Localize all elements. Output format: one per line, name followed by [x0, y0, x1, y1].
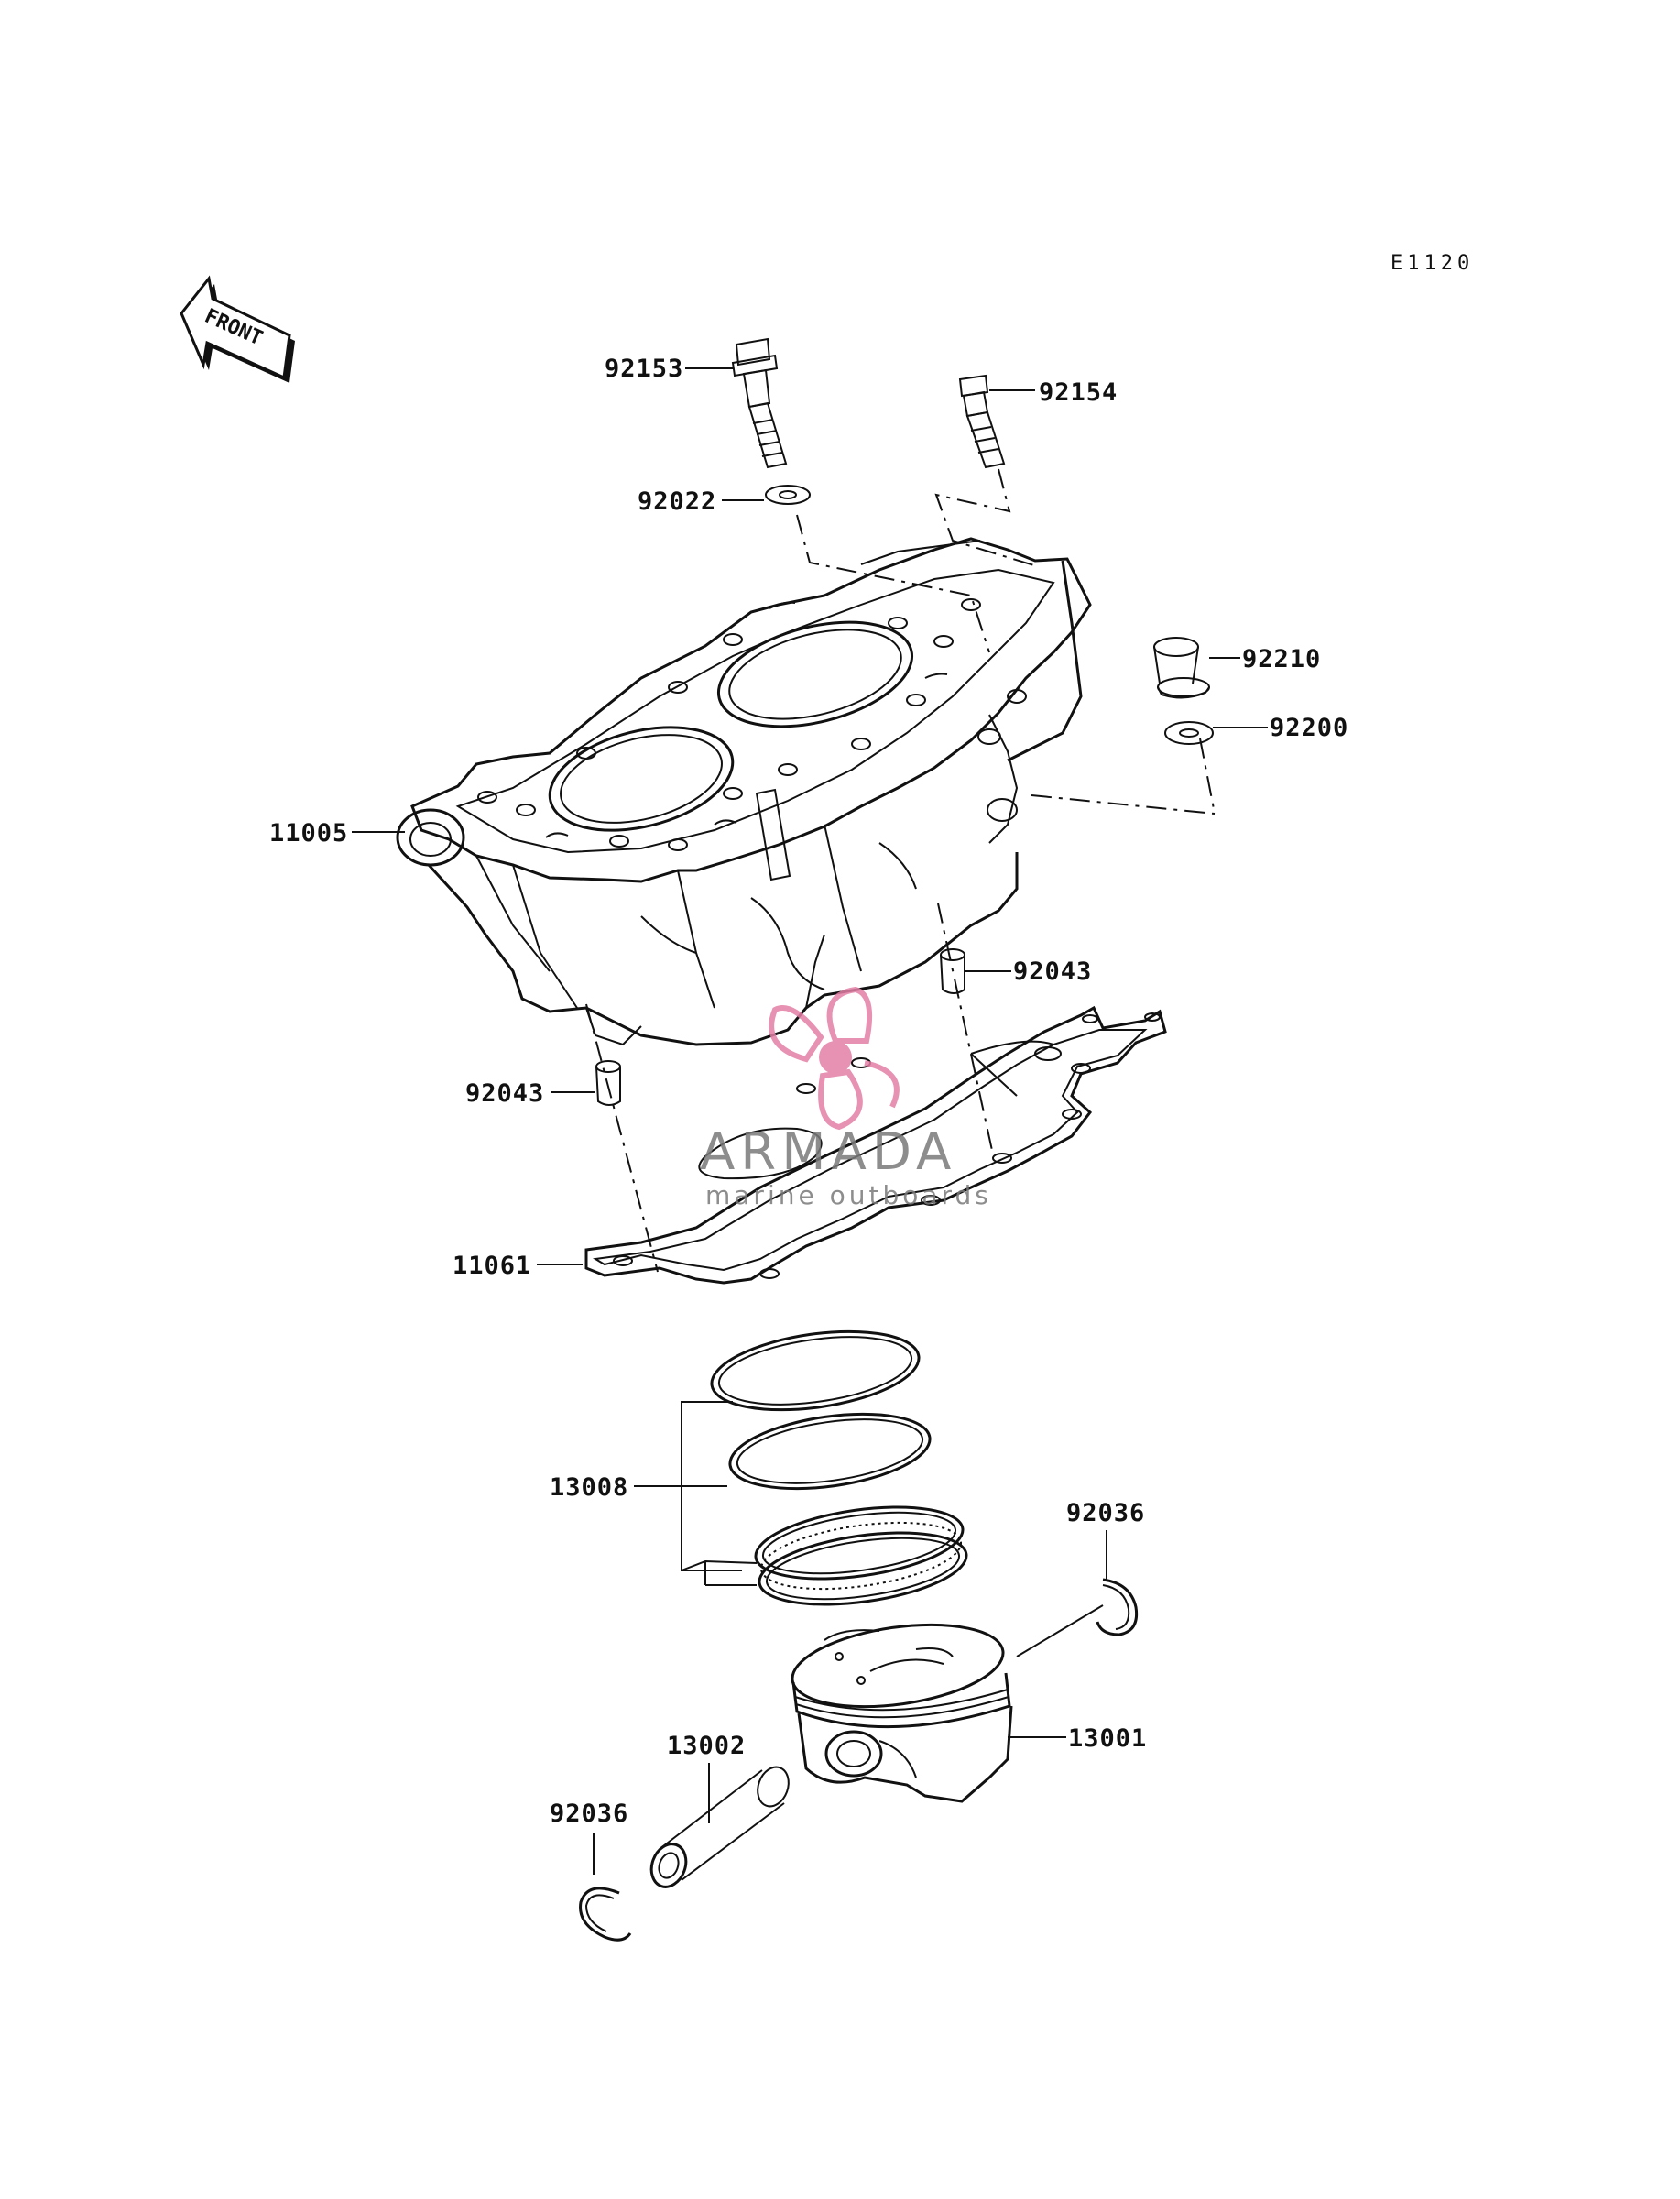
- alignment-line-92200: [1199, 738, 1216, 815]
- part-label-13001: 13001: [1068, 1724, 1147, 1753]
- dowel-pin-92043-left[interactable]: [595, 1060, 621, 1106]
- pin-axis-line: [1016, 1604, 1104, 1657]
- part-label-13008: 13008: [550, 1473, 628, 1502]
- diagram-code: E1120: [1391, 252, 1474, 275]
- part-label-92036-right: 92036: [1066, 1499, 1145, 1527]
- bolt-92153[interactable]: [731, 337, 788, 469]
- washer-92022[interactable]: [765, 485, 811, 505]
- piston-pin-13002[interactable]: [646, 1763, 794, 1892]
- part-label-92022: 92022: [638, 487, 716, 516]
- part-label-92153: 92153: [605, 355, 683, 383]
- piston-13001[interactable]: [787, 1613, 1013, 1803]
- front-arrow-icon: FRONT: [180, 275, 295, 383]
- base-gasket-11061[interactable]: [584, 1005, 1167, 1285]
- propeller-logo-icon: [769, 986, 900, 1131]
- dowel-pin-92043-right[interactable]: [940, 948, 965, 994]
- part-label-11005: 11005: [269, 819, 348, 848]
- part-label-92200: 92200: [1270, 714, 1348, 742]
- part-label-92043-right: 92043: [1013, 957, 1092, 986]
- washer-92200[interactable]: [1164, 721, 1214, 745]
- watermark: ARMADA marine outboards: [700, 986, 992, 1210]
- bolt-92154[interactable]: [958, 374, 1006, 469]
- circlip-92036-left[interactable]: [579, 1887, 632, 1942]
- alignment-line-92210: [1031, 794, 1216, 815]
- part-label-92043-left: 92043: [465, 1079, 544, 1108]
- watermark-name: ARMADA: [700, 1122, 956, 1182]
- collar-92210[interactable]: [1153, 637, 1210, 699]
- circlip-92036-right[interactable]: [1096, 1578, 1139, 1636]
- cylinder-block-11005[interactable]: [396, 537, 1092, 1046]
- alignment-line-92154: [934, 468, 1038, 567]
- alignment-line-dowel-right: [937, 903, 994, 1155]
- part-label-92036-left: 92036: [550, 1800, 628, 1828]
- part-label-11061: 11061: [453, 1252, 531, 1280]
- alignment-line-92022: [796, 514, 990, 653]
- part-label-92154: 92154: [1039, 378, 1118, 407]
- part-label-92210: 92210: [1242, 645, 1321, 673]
- part-label-13002: 13002: [667, 1732, 746, 1760]
- alignment-line-dowel-left: [585, 1003, 659, 1273]
- piston-rings-13008[interactable]: [707, 1320, 971, 1616]
- watermark-tagline: marine outboards: [705, 1180, 992, 1210]
